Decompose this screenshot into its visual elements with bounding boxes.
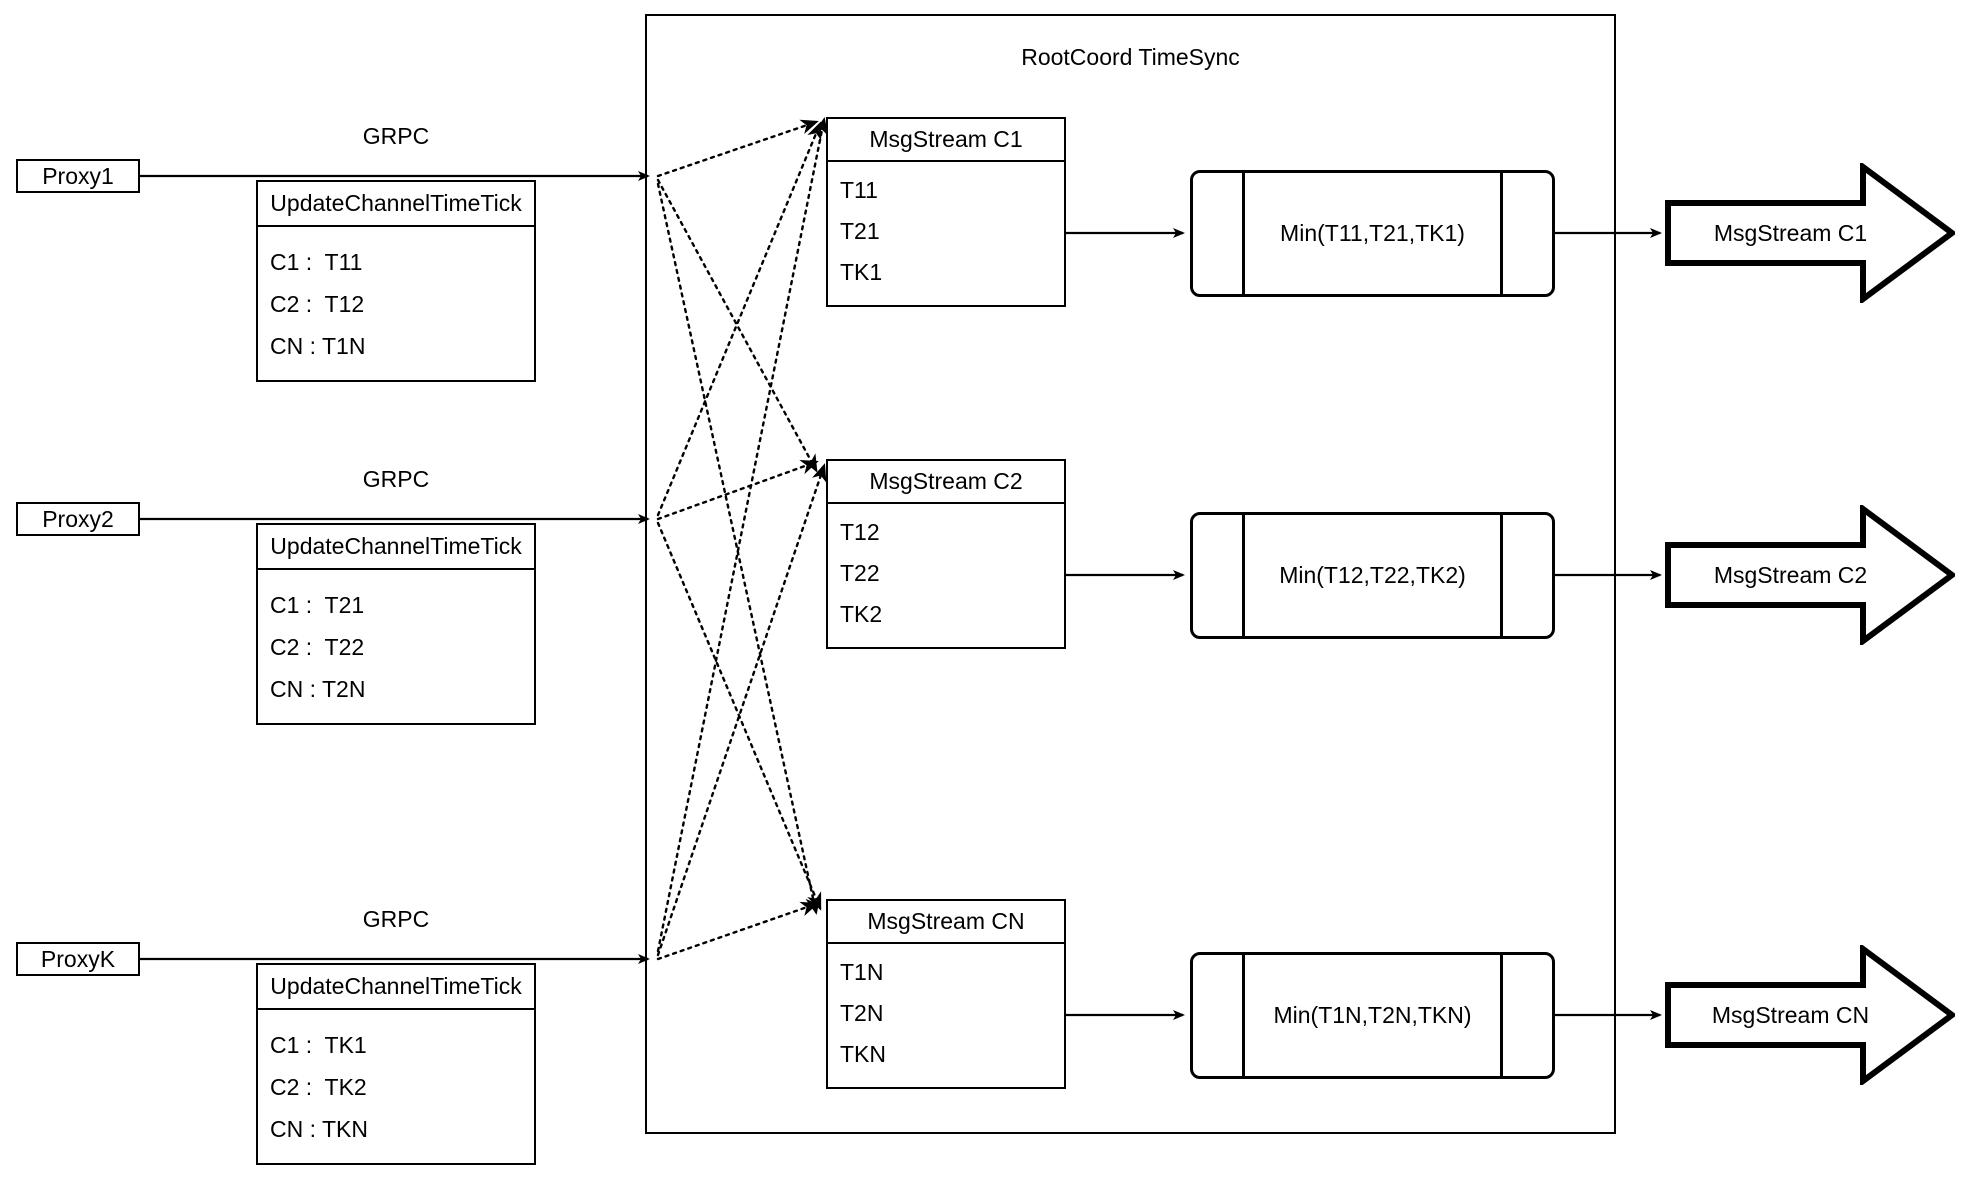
update-channel-timetick-table-2: UpdateChannelTimeTick C1 : T21 C2 : T22 … — [256, 523, 536, 725]
msgstream-row: TK2 — [840, 601, 883, 627]
uct-row: C1 : TK1 — [270, 1031, 367, 1058]
msgstream-box-c1: MsgStream C1 T11 T21 TK1 — [826, 117, 1066, 307]
msgstream-body-c1: T11 T21 TK1 — [828, 162, 1064, 305]
uct-row: C1 : T11 — [270, 248, 363, 275]
msgstream-row: T21 — [840, 218, 880, 244]
msgstream-body-cn: T1N T2N TKN — [828, 944, 1064, 1087]
proxy-label-3: ProxyK — [40, 945, 116, 972]
proxy-box-2[interactable]: Proxy2 — [16, 502, 140, 536]
msgstream-row: TKN — [840, 1041, 886, 1067]
block-arrow-icon — [1665, 163, 1955, 303]
grpc-label-2: GRPC — [362, 466, 430, 492]
uct-header-3: UpdateChannelTimeTick — [258, 965, 534, 1010]
msgstream-row: T12 — [840, 519, 880, 545]
min-process-box-3: Min(T1N,T2N,TKN) — [1190, 952, 1555, 1079]
output-label-cn: MsgStream CN — [1711, 1001, 1870, 1028]
process-divider-right-icon — [1500, 955, 1503, 1076]
output-label-c1: MsgStream C1 — [1713, 219, 1868, 246]
update-channel-timetick-table-3: UpdateChannelTimeTick C1 : TK1 C2 : TK2 … — [256, 963, 536, 1165]
msgstream-header-cn: MsgStream CN — [828, 901, 1064, 944]
grpc-label-1: GRPC — [362, 123, 430, 149]
process-divider-left-icon — [1242, 173, 1245, 294]
process-divider-right-icon — [1500, 173, 1503, 294]
output-block-arrow-c1: MsgStream C1 — [1665, 163, 1955, 303]
block-arrow-icon — [1665, 505, 1955, 645]
msgstream-box-cn: MsgStream CN T1N T2N TKN — [826, 899, 1066, 1089]
grpc-label-3: GRPC — [362, 906, 430, 932]
process-divider-left-icon — [1242, 515, 1245, 636]
uct-row: CN : TKN — [270, 1115, 368, 1142]
block-arrow-icon — [1665, 945, 1955, 1085]
msgstream-row: T2N — [840, 1000, 884, 1026]
output-block-arrow-cn: MsgStream CN — [1665, 945, 1955, 1085]
uct-row: C2 : TK2 — [270, 1073, 367, 1100]
msgstream-box-c2: MsgStream C2 T12 T22 TK2 — [826, 459, 1066, 649]
uct-row: C2 : T12 — [270, 290, 365, 317]
uct-row: CN : T2N — [270, 675, 366, 702]
rootcoord-timesync-container — [645, 14, 1616, 1134]
uct-body-3: C1 : TK1 C2 : TK2 CN : TKN — [258, 1010, 534, 1163]
uct-body-2: C1 : T21 C2 : T22 CN : T2N — [258, 570, 534, 723]
msgstream-header-c1: MsgStream C1 — [828, 119, 1064, 162]
msgstream-body-c2: T12 T22 TK2 — [828, 504, 1064, 647]
uct-header-2: UpdateChannelTimeTick — [258, 525, 534, 570]
proxy-box-3[interactable]: ProxyK — [16, 942, 140, 976]
output-block-arrow-c2: MsgStream C2 — [1665, 505, 1955, 645]
proxy-label-2: Proxy2 — [42, 505, 114, 532]
min-process-box-2: Min(T12,T22,TK2) — [1190, 512, 1555, 639]
update-channel-timetick-table-1: UpdateChannelTimeTick C1 : T11 C2 : T12 … — [256, 180, 536, 382]
proxy-box-1[interactable]: Proxy1 — [16, 159, 140, 193]
min-label-1: Min(T11,T21,TK1) — [1280, 220, 1465, 246]
rootcoord-timesync-title: RootCoord TimeSync — [1021, 44, 1240, 70]
uct-row: CN : T1N — [270, 332, 366, 359]
uct-row: C2 : T22 — [270, 633, 365, 660]
msgstream-row: T1N — [840, 959, 884, 985]
process-divider-left-icon — [1242, 955, 1245, 1076]
uct-row: C1 : T21 — [270, 591, 365, 618]
output-label-c2: MsgStream C2 — [1713, 561, 1868, 588]
msgstream-row: T11 — [840, 177, 878, 203]
uct-body-1: C1 : T11 C2 : T12 CN : T1N — [258, 227, 534, 380]
proxy-label-1: Proxy1 — [42, 162, 114, 189]
msgstream-row: T22 — [840, 560, 880, 586]
msgstream-header-c2: MsgStream C2 — [828, 461, 1064, 504]
process-divider-right-icon — [1500, 515, 1503, 636]
min-process-box-1: Min(T11,T21,TK1) — [1190, 170, 1555, 297]
min-label-3: Min(T1N,T2N,TKN) — [1273, 1002, 1472, 1028]
min-label-2: Min(T12,T22,TK2) — [1279, 562, 1466, 588]
uct-header-1: UpdateChannelTimeTick — [258, 182, 534, 227]
msgstream-row: TK1 — [840, 259, 883, 285]
